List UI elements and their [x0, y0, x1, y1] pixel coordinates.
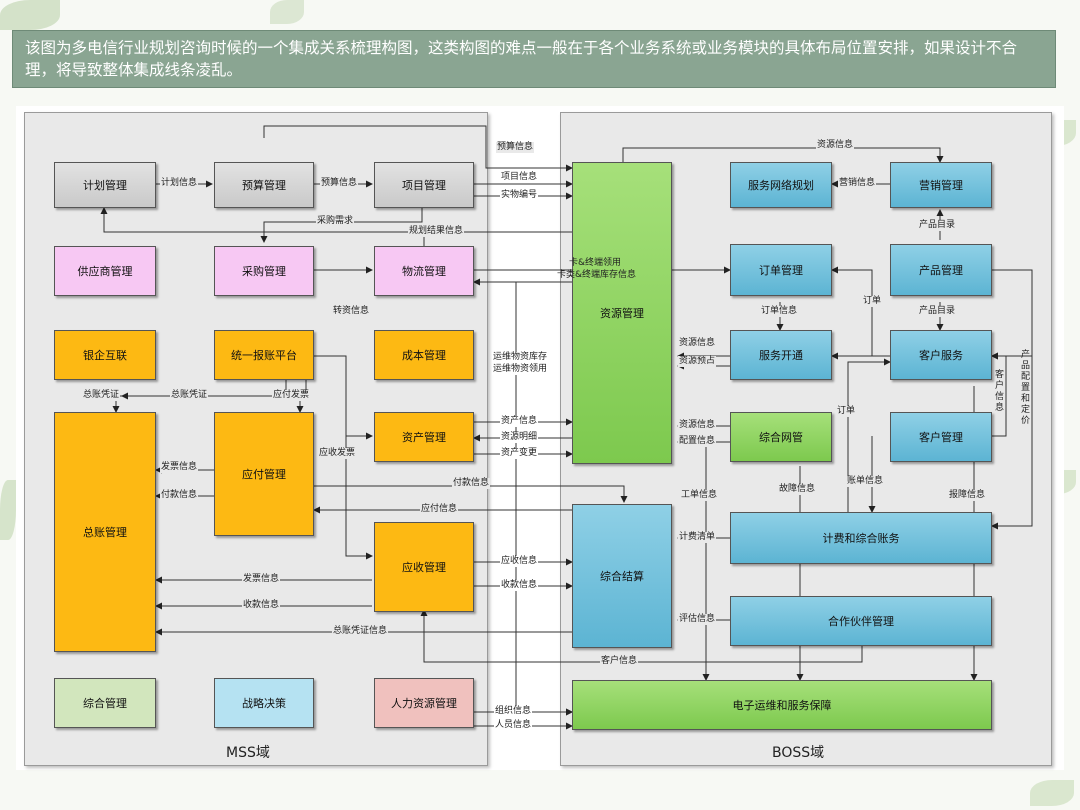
flow-label: 付款信息 — [160, 490, 199, 501]
flow-label: 运维物资库存 — [492, 352, 549, 363]
flow-label: 应收信息 — [500, 556, 539, 567]
leaf-decoration — [270, 0, 304, 24]
flow-label: 账单信息 — [846, 476, 885, 487]
flow-label: 人员信息 — [494, 720, 533, 731]
flow-label: 实物编号 — [500, 190, 539, 201]
integration-diagram: MSS域 BOSS域 — [16, 106, 1064, 770]
banner-text: 该图为多电信行业规划咨询时候的一个集成关系梳理构图，这类构图的难点一般在于各个业… — [25, 39, 1018, 79]
flow-label: 订单信息 — [760, 306, 799, 317]
general-ledger-box: 总账管理 — [54, 412, 156, 652]
flow-label: 发票信息 — [242, 574, 281, 585]
flow-label: 采购需求 — [316, 216, 355, 227]
flow-label: 资产信息 — [500, 416, 539, 427]
flow-label: 评估信息 — [678, 614, 717, 625]
budget-management-box: 预算管理 — [214, 162, 314, 208]
project-management-box: 项目管理 — [374, 162, 474, 208]
flow-label: 卡&终端领用 — [569, 258, 622, 268]
network-management-box: 综合网管 — [730, 412, 832, 462]
customer-service-box: 客户服务 — [890, 330, 992, 380]
flow-label: 资源信息 — [678, 420, 717, 431]
customer-management-box: 客户管理 — [890, 412, 992, 462]
flow-label: 工单信息 — [680, 490, 719, 501]
flow-label: 产品配置和定价 — [1020, 350, 1030, 426]
flow-label: 预算信息 — [320, 178, 359, 189]
flow-label: 客户信息 — [600, 656, 639, 667]
asset-management-box: 资产管理 — [374, 412, 474, 462]
flow-label: 预算信息 — [496, 142, 535, 153]
flow-label: 产品目录 — [918, 306, 957, 317]
flow-label: 项目信息 — [500, 172, 539, 183]
flow-label: 应收发票 — [318, 448, 357, 459]
integrated-settlement-box: 综合结算 — [572, 504, 672, 648]
flow-label: 收款信息 — [242, 600, 281, 611]
logistics-management-box: 物流管理 — [374, 246, 474, 296]
flow-label: 发票信息 — [160, 462, 199, 473]
product-management-box: 产品管理 — [890, 244, 992, 296]
flow-label: 订单 — [862, 296, 883, 307]
payable-management-box: 应付管理 — [214, 412, 314, 536]
service-provisioning-box: 服务开通 — [730, 330, 832, 380]
flow-label: 故障信息 — [778, 484, 817, 495]
hr-management-box: 人力资源管理 — [374, 678, 474, 728]
general-management-box: 综合管理 — [54, 678, 156, 728]
flow-label: 总账凭证信息 — [332, 626, 389, 637]
flow-label: 总账凭证 — [170, 390, 209, 401]
flow-label: 规划结果信息 — [408, 226, 465, 237]
resource-management-box: 资源管理 — [572, 162, 672, 464]
flow-label: 应付信息 — [420, 504, 459, 515]
receivable-management-box: 应收管理 — [374, 522, 474, 612]
strategy-decision-box: 战略决策 — [214, 678, 314, 728]
flow-label: 收款信息 — [500, 580, 539, 591]
partner-management-box: 合作伙伴管理 — [730, 596, 992, 646]
flow-label: 应付发票 — [272, 390, 311, 401]
flow-label: 卡类&终端库存信息 — [557, 270, 637, 280]
flow-label: 组织信息 — [494, 706, 533, 717]
flow-label: 营销信息 — [838, 178, 877, 189]
purchase-management-box: 采购管理 — [214, 246, 314, 296]
marketing-management-box: 营销管理 — [890, 162, 992, 208]
bank-enterprise-box: 银企互联 — [54, 330, 156, 380]
leaf-decoration — [1030, 780, 1074, 806]
leaf-decoration — [0, 0, 60, 30]
cost-management-box: 成本管理 — [374, 330, 474, 380]
flow-label: 总账凭证 — [82, 390, 121, 401]
flow-label: 资源信息 — [816, 140, 855, 151]
flow-label: 订单 — [836, 406, 857, 417]
flow-label: 资源信息 — [678, 338, 717, 349]
mss-domain-label: MSS域 — [226, 745, 270, 761]
e-operations-assurance-box: 电子运维和服务保障 — [572, 680, 992, 730]
supplier-management-box: 供应商管理 — [54, 246, 156, 296]
flow-label: 产品目录 — [918, 220, 957, 231]
flow-label: 计费清单 — [678, 532, 717, 543]
flow-label: 转资信息 — [332, 306, 371, 317]
flow-label: 报障信息 — [948, 490, 987, 501]
flow-label: 资源预占 — [678, 356, 717, 367]
flow-label: 资产变更 — [500, 448, 539, 459]
service-network-planning-box: 服务网络规划 — [730, 162, 832, 208]
flow-label: 资源明细 — [500, 432, 539, 443]
flow-label: 运维物资领用 — [492, 364, 549, 375]
flow-label: 计划信息 — [160, 178, 199, 189]
unified-reimbursement-box: 统一报账平台 — [214, 330, 314, 380]
flow-label: 客户信息 — [994, 370, 1004, 413]
flow-label: 配置信息 — [678, 436, 717, 447]
plan-management-box: 计划管理 — [54, 162, 156, 208]
billing-accounting-box: 计费和综合账务 — [730, 512, 992, 564]
order-management-box: 订单管理 — [730, 244, 832, 296]
boss-domain-label: BOSS域 — [772, 745, 825, 761]
leaf-decoration — [0, 480, 16, 540]
flow-label: 付款信息 — [452, 478, 491, 489]
description-banner: 该图为多电信行业规划咨询时候的一个集成关系梳理构图，这类构图的难点一般在于各个业… — [12, 30, 1056, 88]
